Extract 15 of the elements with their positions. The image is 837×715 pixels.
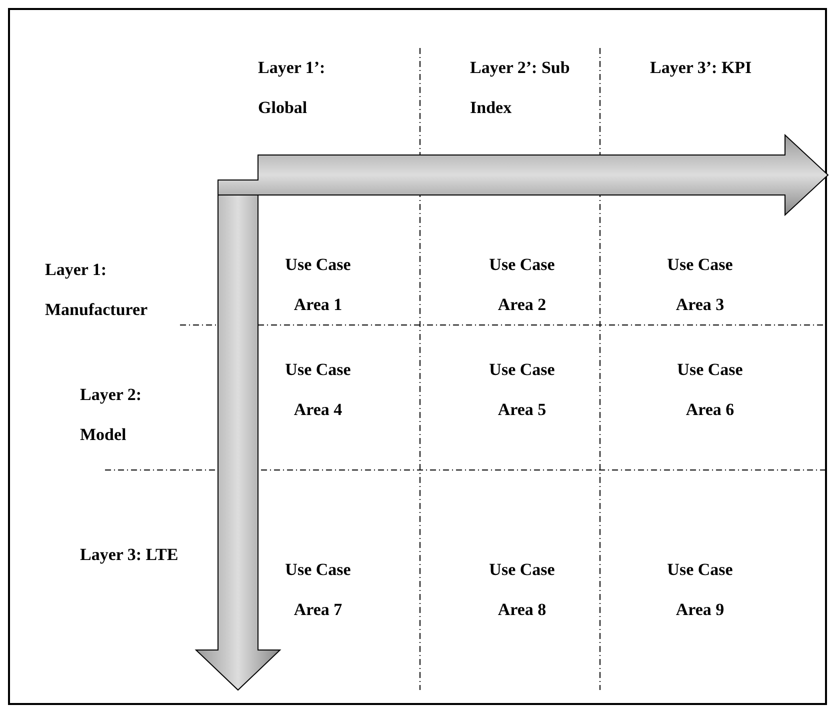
cell-text: Use Case Area 7 xyxy=(284,559,352,621)
cell-text: Use Case Area 2 xyxy=(488,254,556,316)
row-heading: Layer 1: Manufacturer xyxy=(45,259,149,321)
cell-text: Use Case Area 4 xyxy=(284,359,352,421)
row-heading: Layer 3: LTE xyxy=(80,544,180,566)
row-heading: Layer 2: Model xyxy=(80,384,143,446)
column-heading: Layer 2’: Sub Index xyxy=(470,57,571,119)
cell-text: Use Case Area 1 xyxy=(284,254,352,316)
column-heading: Layer 3’: KPI xyxy=(650,57,753,79)
cell-text: Use Case Area 8 xyxy=(488,559,556,621)
column-heading: Layer 1’: Global xyxy=(258,57,326,119)
cell-text: Use Case Area 9 xyxy=(666,559,734,621)
cell-text: Use Case Area 6 xyxy=(676,359,744,421)
cell-text: Use Case Area 5 xyxy=(488,359,556,421)
cell-text: Use Case Area 3 xyxy=(666,254,734,316)
